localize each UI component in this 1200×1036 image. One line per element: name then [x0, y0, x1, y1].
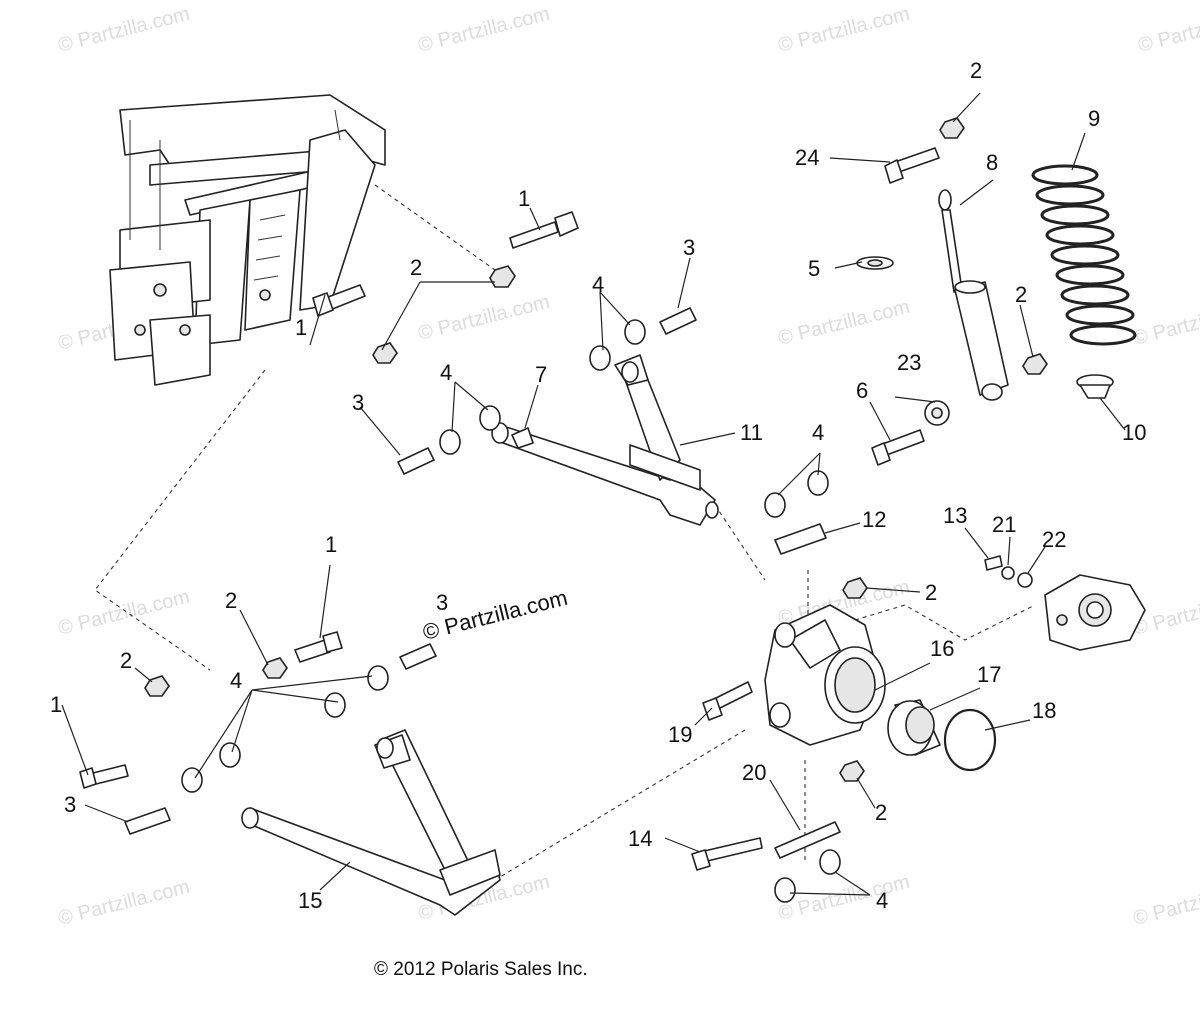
callout-2: 2 [925, 580, 937, 605]
callout-12: 12 [862, 507, 886, 532]
callout-3: 3 [436, 590, 448, 615]
brake-caliper [1044, 574, 1146, 651]
callout-22: 22 [1042, 527, 1066, 552]
upper-a-arm [491, 354, 719, 526]
callout-1: 1 [50, 692, 62, 717]
coil-spring [1031, 164, 1137, 346]
callout-2: 2 [875, 800, 887, 825]
callout-2: 2 [225, 588, 237, 613]
callout-3: 3 [64, 792, 76, 817]
leader-lines [61, 92, 1126, 896]
callout-24: 24 [795, 145, 819, 170]
lower-a-arm [241, 729, 501, 916]
hardware [79, 117, 1114, 903]
watermark: © Partzilla.com [56, 876, 192, 930]
watermark: © Partzilla.com [56, 586, 192, 640]
callout-20: 20 [742, 760, 766, 785]
callout-5: 5 [808, 256, 820, 281]
callout-2: 2 [970, 58, 982, 83]
watermark: © Partzilla.com [1131, 296, 1200, 350]
bearing-and-ring [887, 699, 997, 772]
callout-18: 18 [1032, 698, 1056, 723]
callout-1: 1 [325, 532, 337, 557]
watermark: © Partzilla.com [56, 3, 192, 57]
callout-9: 9 [1088, 106, 1100, 131]
knuckle [764, 604, 886, 746]
watermark: © Partzilla.com [776, 871, 912, 925]
callout-6: 6 [856, 378, 868, 403]
callout-21: 21 [992, 512, 1016, 537]
callout-8: 8 [986, 150, 998, 175]
callout-1: 1 [518, 186, 530, 211]
callout-3: 3 [683, 235, 695, 260]
callout-4: 4 [876, 888, 888, 913]
callout-4: 4 [812, 420, 824, 445]
callout-2: 2 [1015, 282, 1027, 307]
frame-section [109, 94, 386, 386]
watermark: © Partzilla.com [1131, 876, 1200, 930]
callout-4: 4 [230, 668, 242, 693]
callout-2: 2 [410, 255, 422, 280]
guide-lines [94, 184, 1036, 881]
copyright-text: © 2012 Polaris Sales Inc. [374, 959, 588, 980]
callout-10: 10 [1122, 420, 1146, 445]
callout-13: 13 [943, 503, 967, 528]
callout-4: 4 [592, 272, 604, 297]
callout-1: 1 [295, 315, 307, 340]
callout-15: 15 [298, 888, 322, 913]
callouts: 1 2 3 4 1 3 4 7 11 4 24 2 8 9 2 5 23 6 1… [50, 58, 1146, 913]
shock-absorber [938, 189, 1009, 401]
callout-11: 11 [740, 420, 763, 445]
callout-2: 2 [120, 648, 132, 673]
callout-4: 4 [440, 360, 452, 385]
watermark: © Partzilla.com [416, 291, 552, 345]
callout-19: 19 [668, 722, 692, 747]
callout-7: 7 [535, 362, 547, 387]
watermark: © Partzilla.com [776, 296, 912, 350]
watermark: © Partzilla.com [776, 3, 912, 57]
callout-16: 16 [930, 636, 954, 661]
watermark: © Partzilla.com [416, 3, 552, 57]
watermark: © Partzilla.com [1136, 3, 1200, 57]
callout-23: 23 [897, 350, 921, 375]
callout-14: 14 [628, 826, 652, 851]
callout-17: 17 [977, 662, 1001, 687]
callout-3: 3 [352, 390, 364, 415]
